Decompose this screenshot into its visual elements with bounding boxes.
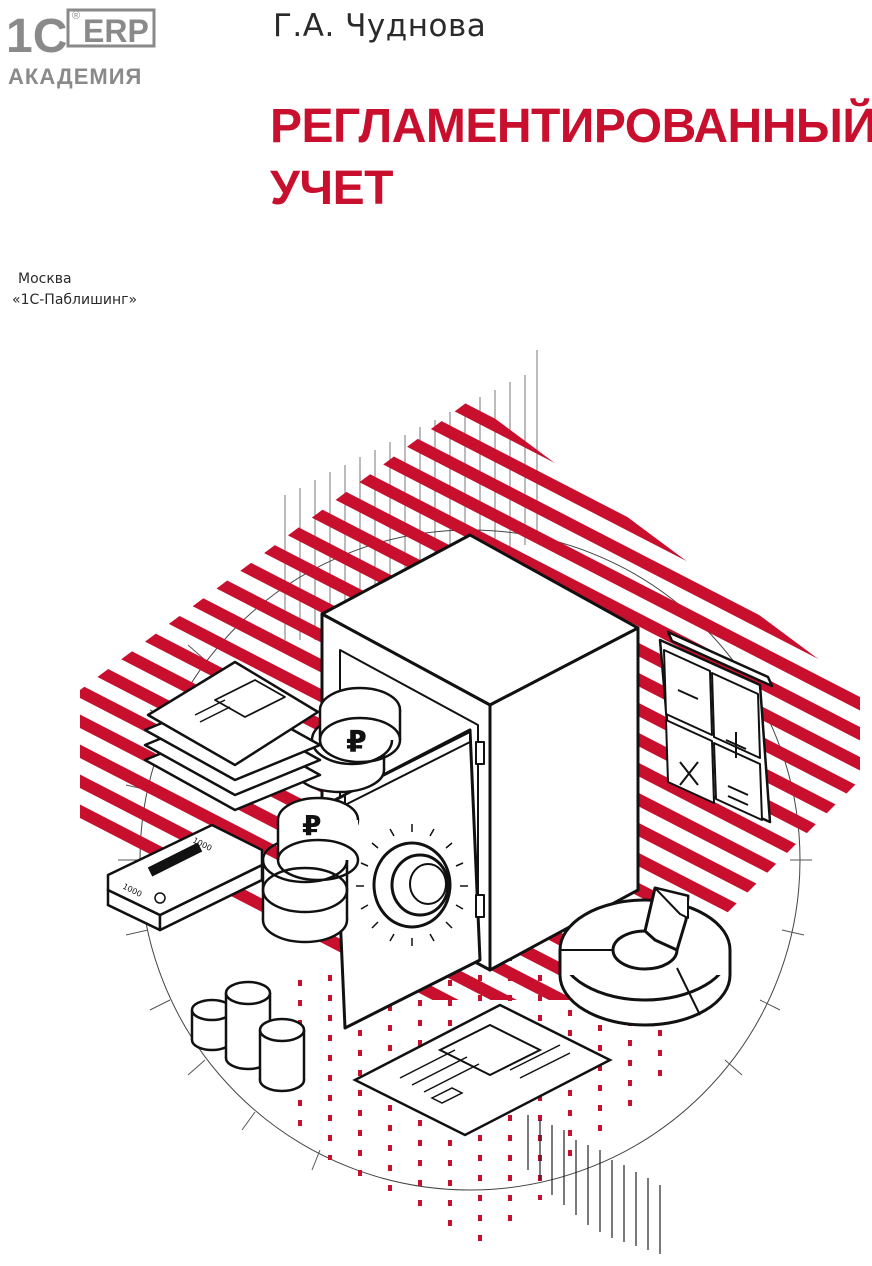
coin-stack-icon: ₽ [261, 796, 360, 944]
banknote-bundle-icon: 1000 1000 [106, 823, 264, 932]
wallet-icon [143, 660, 322, 812]
logo-registered-mark: ® [72, 10, 80, 22]
coin-stack-icon [190, 980, 306, 1093]
calculator-icon [658, 630, 774, 824]
publisher-city: Москва [18, 271, 72, 287]
logo-erp-text: ERP [83, 13, 149, 49]
logo-academy-text: АКАДЕМИЯ [8, 64, 142, 89]
logo-1c-text: 1C [6, 10, 67, 63]
pie-chart-icon [558, 886, 732, 1027]
book-title: РЕГЛАМЕНТИРОВАННЫЙ УЧЕТ [270, 96, 872, 220]
author-name: Г.А. Чуднова [273, 8, 487, 44]
cover-illustration: ₽ ₽ 1000 1000 [80, 350, 860, 1254]
title-line-2: УЧЕТ [270, 162, 393, 215]
ruble-symbol-coin-2: ₽ [302, 809, 321, 842]
hatching-bottom [527, 1115, 661, 1254]
publisher-imprint: Москва «1С-Паблишинг» [12, 269, 137, 311]
1c-erp-academy-logo: 1C ® ERP АКАДЕМИЯ [6, 8, 156, 89]
ruble-symbol-coin-1: ₽ [346, 725, 367, 760]
logo-erp-frame [66, 8, 156, 48]
publisher-name: «1С-Паблишинг» [12, 292, 138, 308]
document-icon [352, 1003, 613, 1137]
title-line-1: РЕГЛАМЕНТИРОВАННЫЙ [270, 100, 872, 153]
